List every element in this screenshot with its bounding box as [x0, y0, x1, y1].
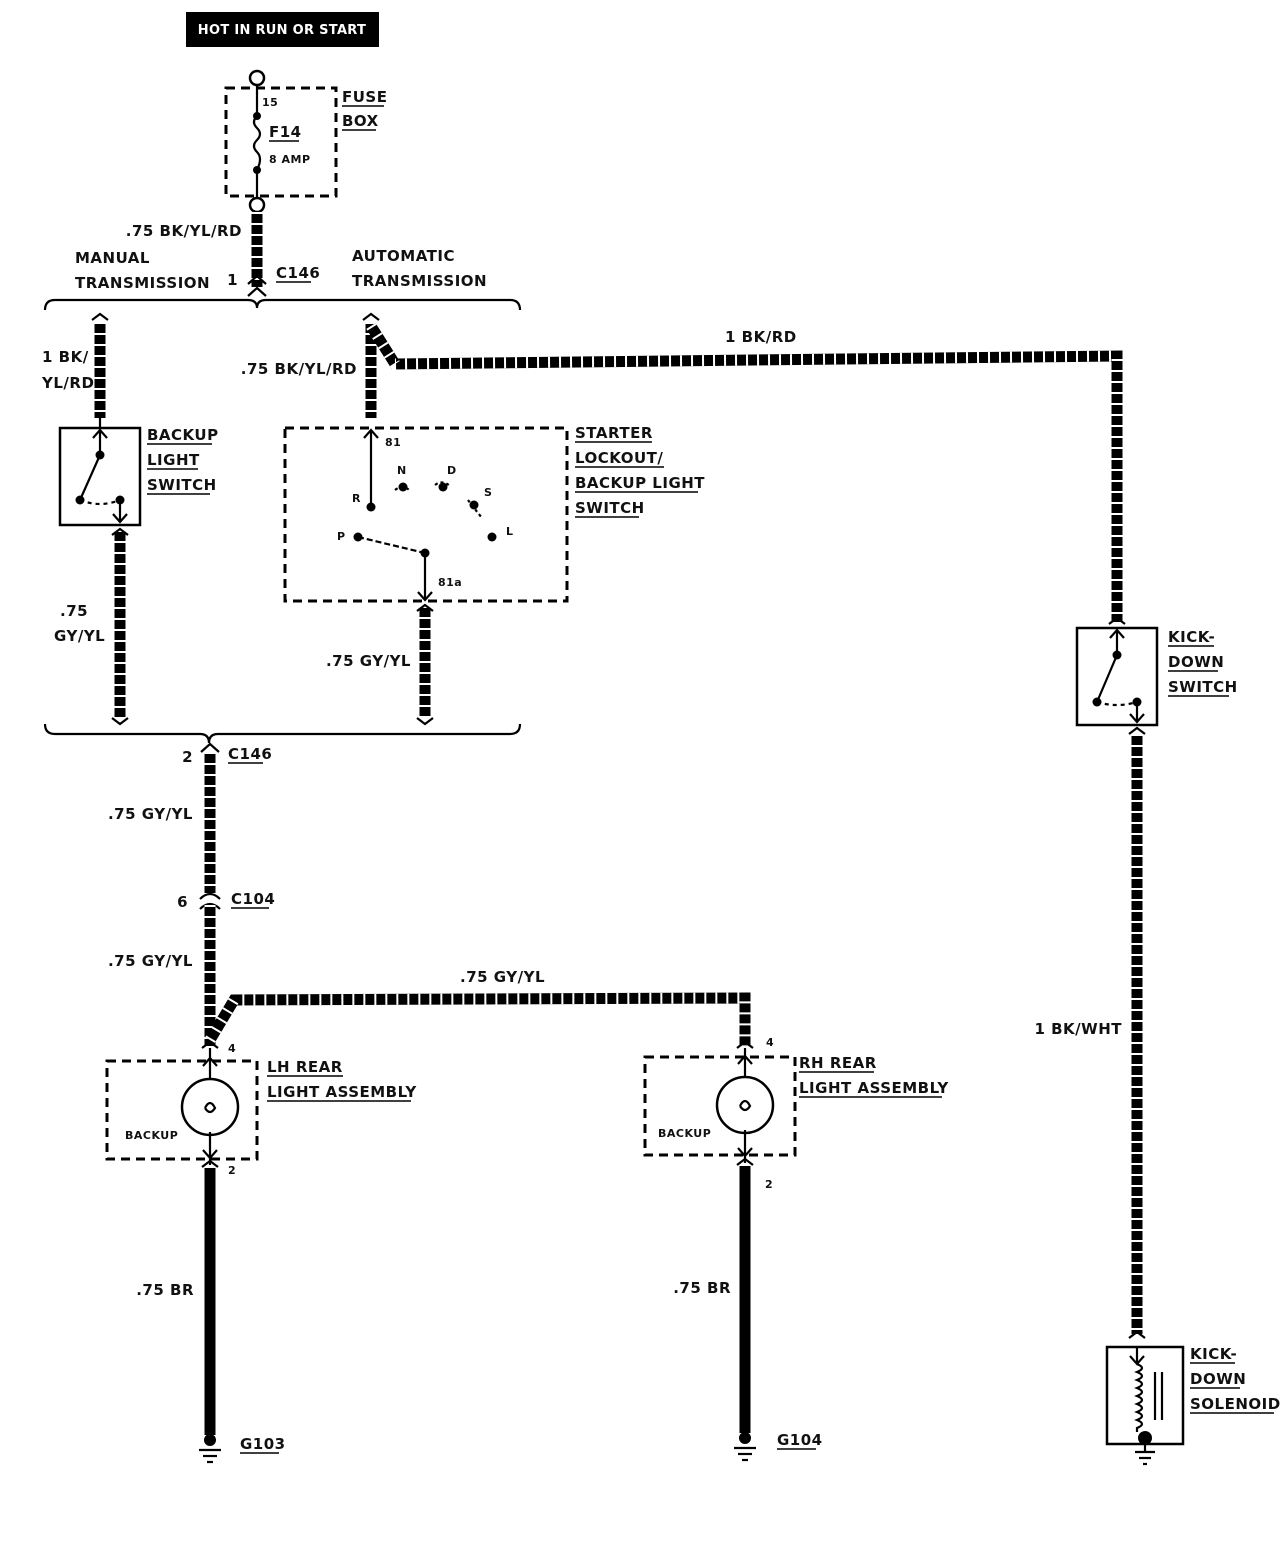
- wire-label-manual-in-2: YL/RD: [41, 374, 94, 392]
- header-text: HOT IN RUN OR START: [198, 23, 366, 38]
- starter-label-1: STARTER: [575, 424, 653, 442]
- kickdown-switch: KICK- DOWN SWITCH: [1075, 616, 1238, 727]
- kickdown-switch-label-1: KICK-: [1168, 628, 1215, 646]
- c146-bottom-pin: 2: [182, 748, 193, 766]
- wire-label-kickdown-feed: 1 BK/RD: [725, 328, 797, 346]
- wire-label-lh-ground: .75 BR: [136, 1281, 194, 1299]
- backup-switch-label-2: LIGHT: [147, 451, 200, 469]
- wire-kickdown-feed: [366, 323, 1123, 622]
- wire-label-auto-in: .75 BK/YL/RD: [241, 360, 357, 378]
- upper-bus-bracket: [43, 298, 522, 311]
- fuse-rating: 8 AMP: [269, 153, 311, 166]
- wire-label-kickdown-solenoid: 1 BK/WHT: [1034, 1020, 1122, 1038]
- c146-top-id: C146: [276, 264, 320, 282]
- starter-pos-n: N: [397, 464, 407, 477]
- starter-pin-81: 81: [385, 436, 401, 449]
- wire-lh-to-rh: [205, 992, 751, 1046]
- starter-label-2: LOCKOUT/: [575, 449, 663, 467]
- lower-bus-bracket: [43, 723, 522, 744]
- backup-switch-label-1: BACKUP: [147, 426, 219, 444]
- rh-rear-light-assembly: BACKUP 4 2 RH REAR LIGHT ASSEMBLY: [643, 1036, 949, 1191]
- wire-label-auto-out: .75 GY/YL: [326, 652, 411, 670]
- wire-auto-in: [362, 312, 380, 418]
- auto-trans-label-1: AUTOMATIC: [352, 247, 455, 265]
- lh-pin-in: 4: [228, 1042, 236, 1055]
- fuse-box: 15 F14 8 AMP FUSE BOX: [224, 69, 387, 214]
- auto-trans-label-2: TRANSMISSION: [352, 272, 487, 290]
- rh-light-label-2: LIGHT ASSEMBLY: [799, 1079, 949, 1097]
- wire-auto-out: [416, 603, 434, 726]
- lh-rear-light-assembly: BACKUP 4 2 LH REAR LIGHT ASSEMBLY: [105, 1040, 417, 1177]
- manual-trans-label-2: TRANSMISSION: [75, 274, 210, 292]
- starter-pin-81a: 81a: [438, 576, 462, 589]
- connector-c104: 6 C104: [177, 890, 275, 911]
- rh-pin-out: 2: [765, 1178, 773, 1191]
- wire-label-manual-out-2: GY/YL: [54, 627, 105, 645]
- c104-pin: 6: [177, 893, 188, 911]
- kickdown-solenoid-label-2: DOWN: [1190, 1370, 1246, 1388]
- wire-lh-ground: [201, 1159, 219, 1435]
- backup-switch-label-3: SWITCH: [147, 476, 217, 494]
- lh-pin-out: 2: [228, 1164, 236, 1177]
- kickdown-solenoid: KICK- DOWN SOLENOID: [1105, 1330, 1281, 1466]
- rh-pin-in: 4: [766, 1036, 774, 1049]
- fuse-pin-15: 15: [262, 96, 278, 109]
- wire-label-c146-c104: .75 GY/YL: [108, 805, 193, 823]
- ground-g103: G103: [199, 1434, 286, 1464]
- wire-kickdown-solenoid: [1128, 726, 1146, 1334]
- kickdown-solenoid-label-3: SOLENOID: [1190, 1395, 1281, 1413]
- fuse-box-label-1: FUSE: [342, 88, 387, 106]
- wire-label-fuse-out: .75 BK/YL/RD: [126, 222, 242, 240]
- rh-lamp-label: BACKUP: [658, 1127, 711, 1140]
- starter-pos-p: P: [337, 530, 346, 543]
- wire-label-lh-rh: .75 GY/YL: [460, 968, 545, 986]
- manual-trans-label-1: MANUAL: [75, 249, 150, 267]
- lh-light-label-1: LH REAR: [267, 1058, 343, 1076]
- c146-top-pin: 1: [227, 271, 238, 289]
- backup-light-switch: BACKUP LIGHT SWITCH: [58, 418, 219, 527]
- rh-light-label-1: RH REAR: [799, 1054, 877, 1072]
- kickdown-switch-label-3: SWITCH: [1168, 678, 1238, 696]
- fuse-box-label-2: BOX: [342, 112, 379, 130]
- lh-lamp-label: BACKUP: [125, 1129, 178, 1142]
- ground-g104-label: G104: [777, 1431, 823, 1449]
- kickdown-switch-label-2: DOWN: [1168, 653, 1224, 671]
- starter-label-4: SWITCH: [575, 499, 645, 517]
- c104-id: C104: [231, 890, 275, 908]
- starter-pos-d: D: [447, 464, 457, 477]
- wire-label-c104-lh: .75 GY/YL: [108, 952, 193, 970]
- ground-g104: G104: [734, 1431, 823, 1462]
- connector-c146-top: 1 C146: [227, 264, 320, 297]
- wire-manual-out: [111, 527, 129, 726]
- starter-pos-r: R: [352, 492, 361, 505]
- fuse-id: F14: [269, 123, 302, 141]
- starter-lockout-switch: 81 R N D S L P 81a STARTER LOCKOUT/ BACK…: [283, 424, 705, 603]
- starter-label-3: BACKUP LIGHT: [575, 474, 705, 492]
- power-source-header: HOT IN RUN OR START: [186, 12, 379, 47]
- wire-rh-ground: [736, 1157, 754, 1433]
- starter-pos-s: S: [484, 486, 492, 499]
- c146-bottom-id: C146: [228, 745, 272, 763]
- starter-pos-l: L: [506, 525, 514, 538]
- ground-g103-label: G103: [240, 1435, 286, 1453]
- wire-label-manual-out-1: .75: [60, 602, 88, 620]
- lh-light-label-2: LIGHT ASSEMBLY: [267, 1083, 417, 1101]
- connector-c146-bottom: 2 C146: [182, 742, 272, 766]
- wire-label-manual-in-1: 1 BK/: [42, 348, 89, 366]
- wire-label-rh-ground: .75 BR: [673, 1279, 731, 1297]
- wire-manual-in: [91, 312, 109, 418]
- kickdown-solenoid-label-1: KICK-: [1190, 1345, 1237, 1363]
